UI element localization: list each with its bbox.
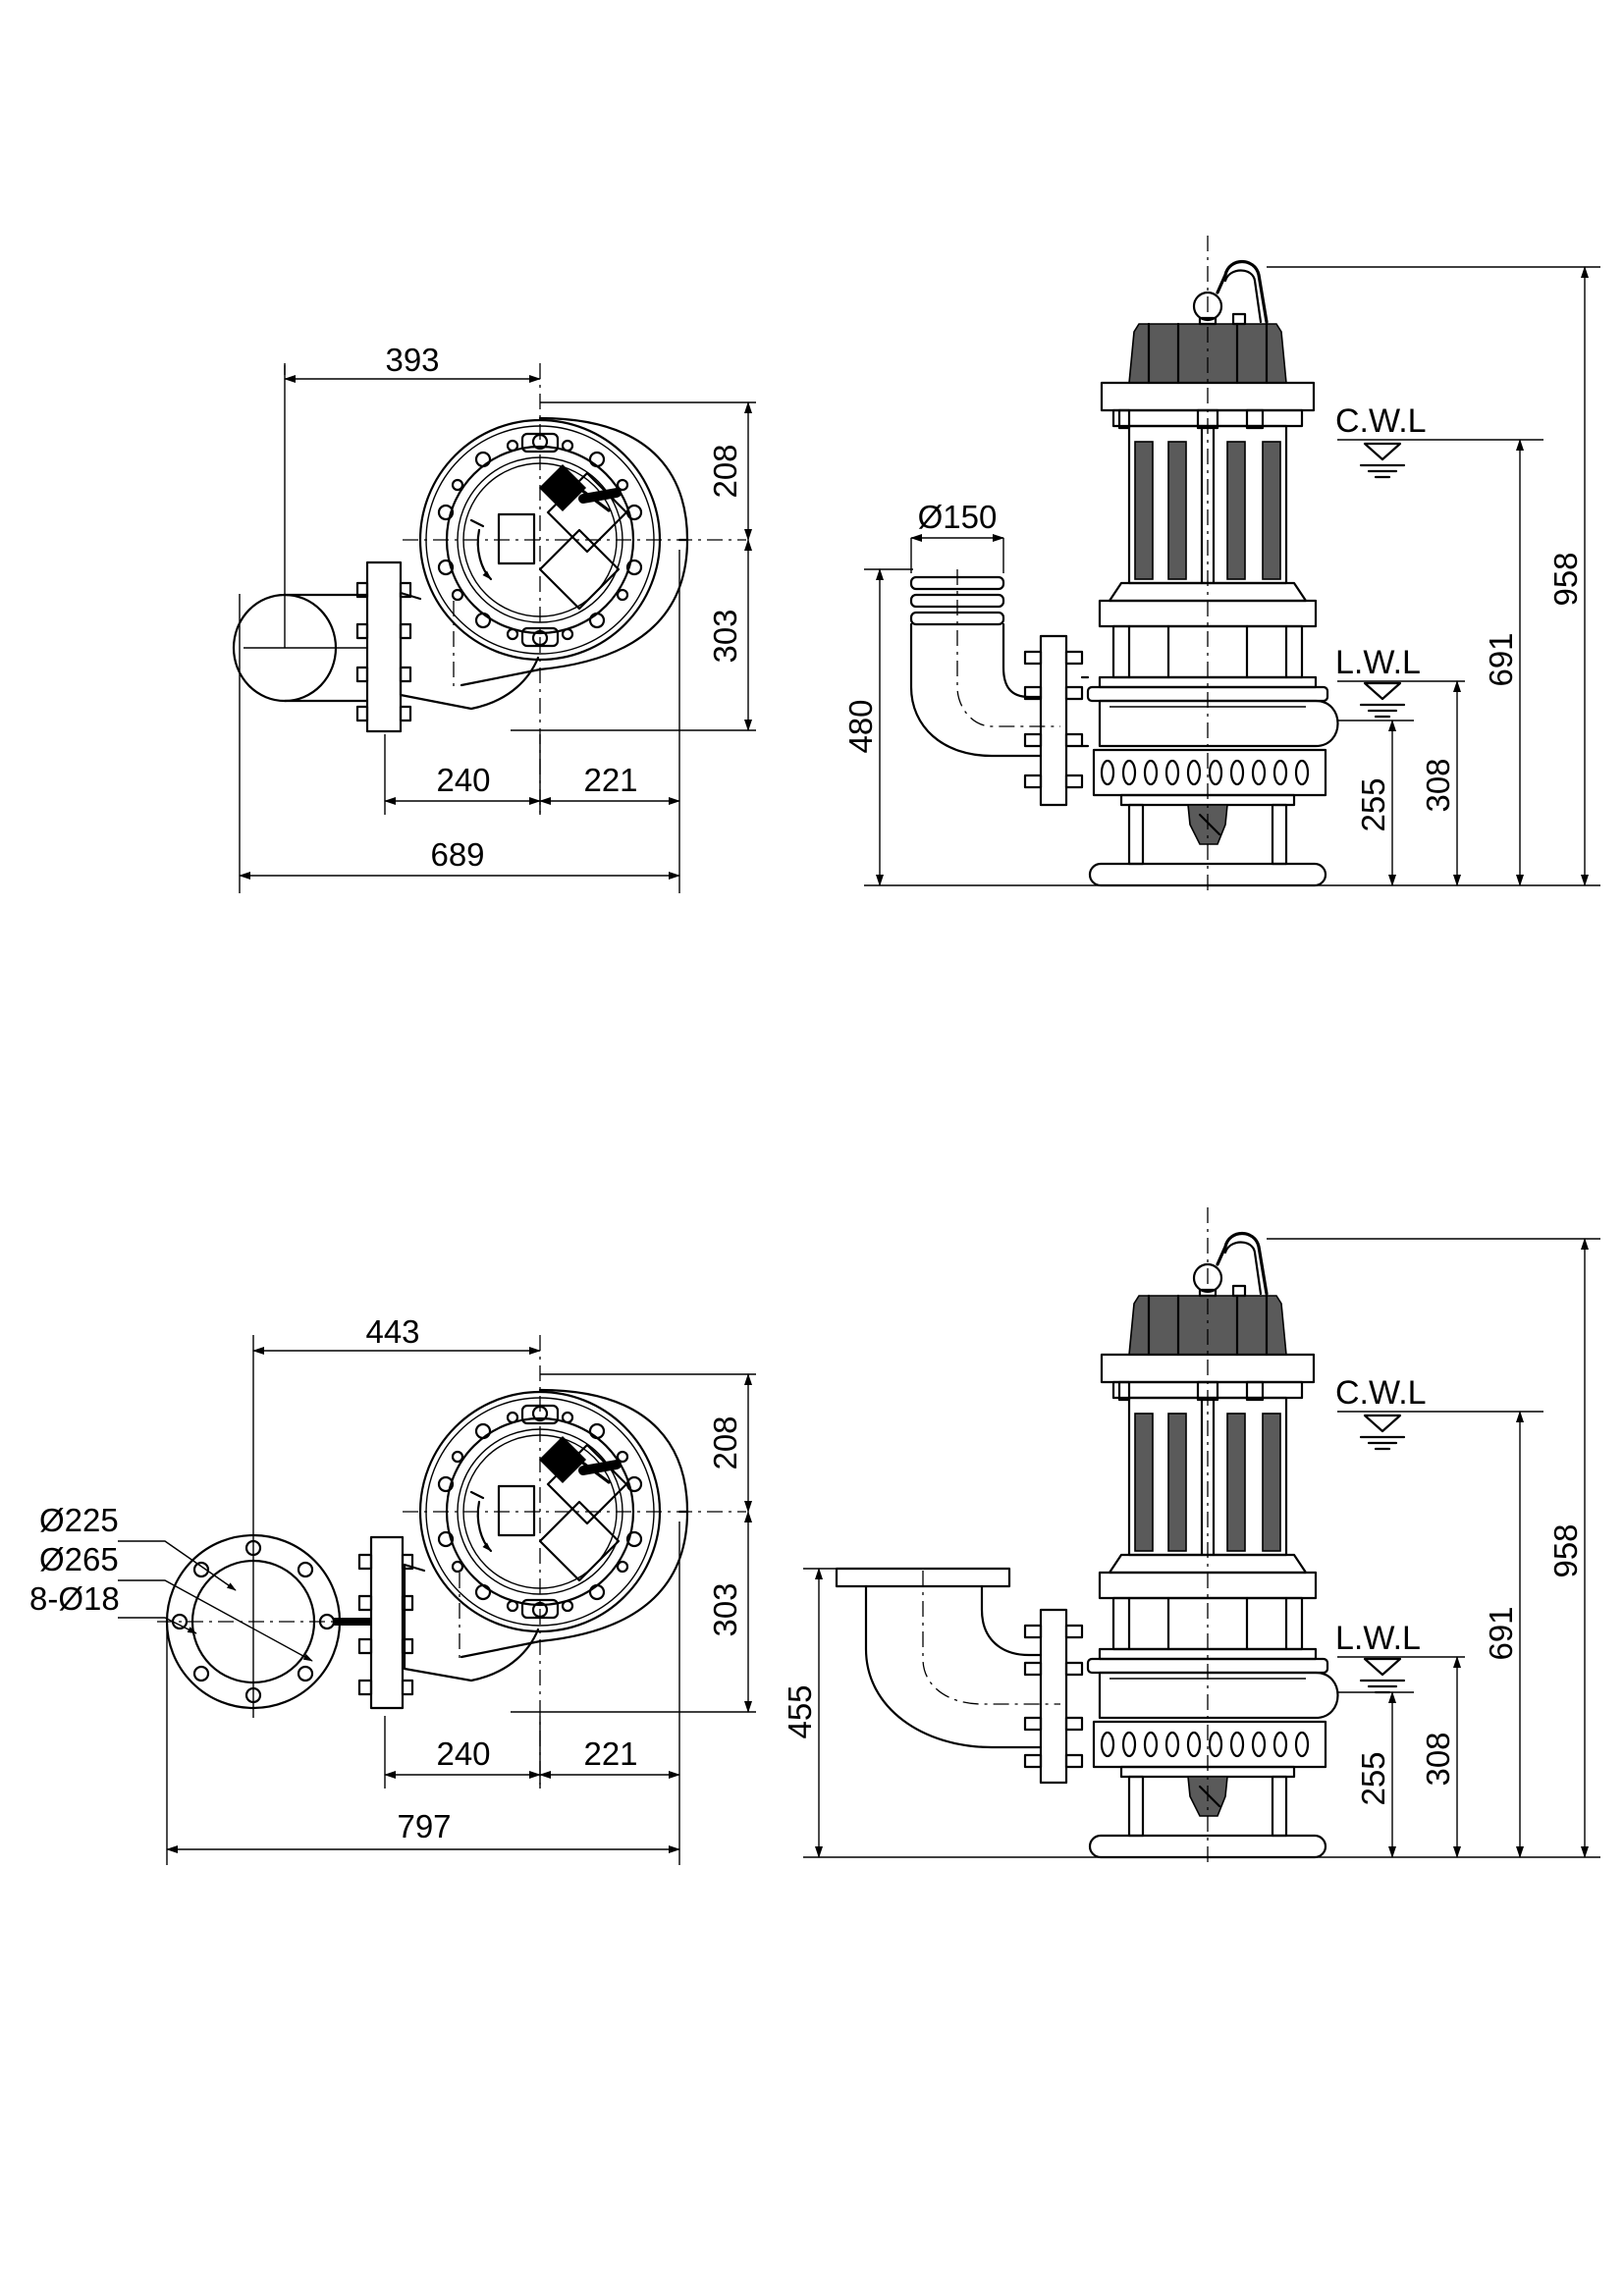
dim-plan1-total: 689	[430, 836, 484, 873]
dim-plan2-height-upper: 208	[707, 1415, 743, 1469]
dim-plan1-height-lower: 303	[707, 609, 743, 663]
drawing1-elevation-view: C.W.L L.W.L Ø150 958 691 308 255 480	[842, 236, 1600, 893]
dim-total-height-1: 958	[1547, 552, 1584, 606]
dim-plan1-right: 221	[583, 762, 637, 798]
dim-plan1-width-top: 393	[385, 342, 439, 378]
drawing1-plan-view: 393 208 303 240 221 689	[232, 342, 756, 893]
dim-outlet-diameter-1: Ø150	[918, 499, 998, 535]
dim-plan1-height-upper: 208	[707, 444, 743, 498]
dim-lwl-height-2: 308	[1420, 1732, 1456, 1786]
dim-cwl-height-2: 691	[1483, 1606, 1519, 1660]
dim-base-height-2: 255	[1355, 1751, 1391, 1805]
dim-outlet-height-2: 455	[782, 1684, 818, 1738]
dim-plan1-left: 240	[436, 762, 490, 798]
cwl-label-2: C.W.L	[1335, 1374, 1427, 1412]
flange-holes-2: 8-Ø18	[29, 1580, 120, 1617]
dim-outlet-height-1: 480	[842, 699, 879, 753]
lwl-label-2: L.W.L	[1335, 1620, 1421, 1657]
cwl-label-1: C.W.L	[1335, 402, 1427, 440]
drawing2-plan-view: Ø225 Ø265 8-Ø18 443 208 303 240 221 797	[29, 1313, 756, 1865]
dim-plan2-right: 221	[583, 1735, 637, 1772]
drawing2-elevation-view: C.W.L L.W.L 958 691 308 255 455	[782, 1207, 1600, 1865]
dim-lwl-height-1: 308	[1420, 758, 1456, 812]
lwl-label-1: L.W.L	[1335, 644, 1421, 681]
dim-plan2-height-lower: 303	[707, 1582, 743, 1636]
dim-cwl-height-1: 691	[1483, 632, 1519, 686]
dim-total-height-2: 958	[1547, 1523, 1584, 1577]
flange-inner-diameter-2: Ø225	[39, 1502, 119, 1538]
dim-plan2-total: 797	[397, 1808, 451, 1844]
dim-plan2-left: 240	[436, 1735, 490, 1772]
dim-base-height-1: 255	[1355, 777, 1391, 831]
flange-pcd-2: Ø265	[39, 1541, 119, 1577]
dim-plan2-width-top: 443	[365, 1313, 419, 1350]
